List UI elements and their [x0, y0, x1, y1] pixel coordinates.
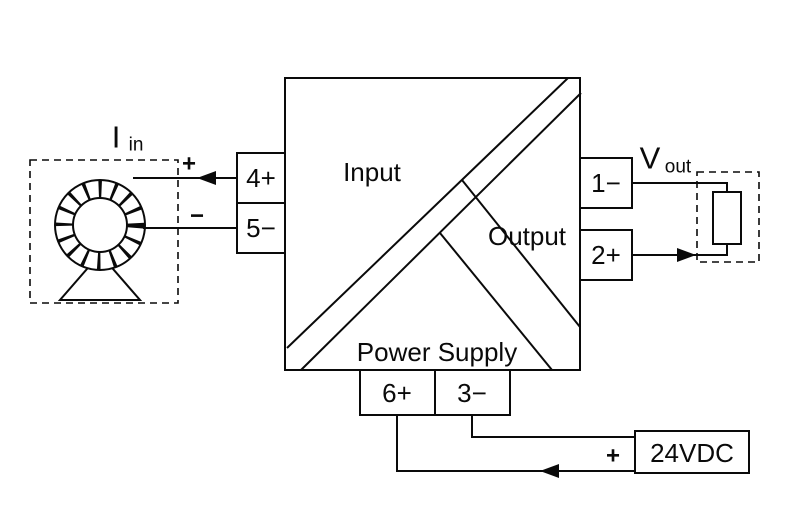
wire-output-minus — [632, 182, 728, 192]
terminal-1-box — [579, 157, 633, 209]
transformer-dashed-enclosure — [29, 159, 179, 304]
terminal-5-box — [236, 202, 286, 254]
wire-output-plus — [632, 244, 728, 256]
terminal-3-box — [434, 369, 511, 416]
terminal-5-label: 5− — [246, 213, 276, 243]
terminal-6-label: 6+ — [382, 378, 412, 408]
transformer-ring-inner — [72, 197, 128, 253]
arrowhead-supply-plus-icon — [540, 464, 559, 478]
input-minus-sign: − — [190, 203, 204, 230]
section-label-power-supply: Power Supply — [357, 337, 517, 367]
section-label-input: Input — [343, 157, 402, 187]
diagonal-separator-input-lower — [300, 92, 582, 371]
terminal-1-label: 1− — [591, 168, 621, 198]
terminal-3-label: 3− — [457, 378, 487, 408]
input-signal-label: I — [112, 120, 121, 155]
input-plus-sign: + — [182, 151, 196, 178]
diagonal-separator-input-upper — [286, 77, 569, 349]
output-signal-label: V — [640, 141, 661, 176]
output-signal-label-subscript: out — [665, 157, 692, 178]
wire-supply-minus — [471, 415, 635, 438]
arrowhead-output-plus-icon — [677, 248, 696, 262]
supply-box — [634, 430, 750, 474]
load-resistor-symbol — [712, 191, 742, 245]
input-signal-label-subscript: in — [129, 135, 144, 156]
section-label-output: Output — [488, 221, 567, 251]
converter-body — [284, 77, 581, 371]
load-dashed-enclosure — [696, 171, 760, 263]
wire-supply-plus — [396, 415, 635, 472]
transformer-funnel-shape — [57, 252, 143, 301]
terminal-2-label: 2+ — [591, 240, 621, 270]
terminal-6-box — [359, 369, 436, 416]
diagonal-separator-power-lower — [439, 232, 553, 371]
transformer-ring-hatch — [55, 180, 145, 270]
supply-label: 24VDC — [650, 438, 734, 468]
terminal-4-label: 4+ — [246, 163, 276, 193]
supply-plus-sign: + — [606, 443, 620, 470]
arrowhead-input-plus-icon — [197, 171, 216, 185]
diagonal-separator-power-upper — [461, 179, 581, 328]
